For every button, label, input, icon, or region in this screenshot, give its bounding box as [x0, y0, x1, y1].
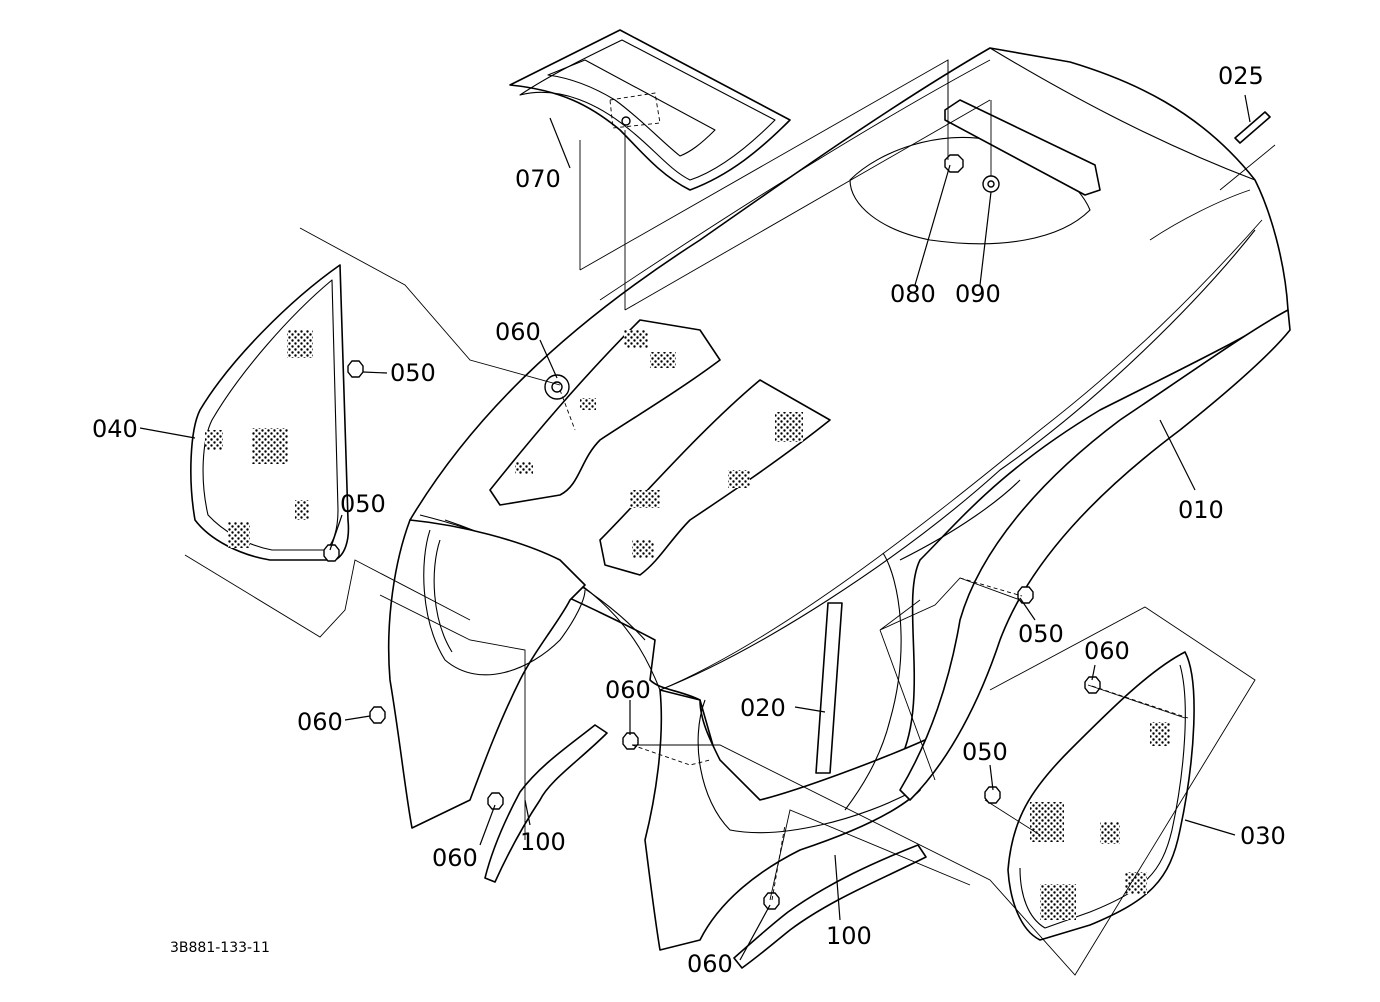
- hatch-pattern: [1125, 872, 1147, 894]
- hood-010: [387, 47, 1291, 951]
- label-050-c: 050: [1018, 620, 1064, 648]
- hatch-pattern: [295, 500, 309, 520]
- rubber-strip-100-left: [484, 724, 608, 883]
- drawing-code: 3B881-133-11: [170, 940, 270, 956]
- hatch-pattern: [624, 330, 648, 348]
- side-panel-040: [190, 264, 350, 561]
- label-060-d: 060: [605, 676, 651, 704]
- label-100-b: 100: [826, 922, 872, 950]
- label-020: 020: [740, 694, 786, 722]
- pin-025: [1234, 111, 1271, 144]
- label-030: 030: [1240, 822, 1286, 850]
- label-100-a: 100: [520, 828, 566, 856]
- hatch-pattern: [632, 540, 654, 558]
- top-vent-panels: [489, 319, 831, 576]
- rubber-strip-100-right: [733, 844, 927, 969]
- leader-lines: [139, 94, 1251, 961]
- label-060-e: 060: [1084, 637, 1130, 665]
- assembly-guide-lines: [184, 59, 1276, 976]
- hatch-pattern: [515, 462, 533, 474]
- label-070: 070: [515, 165, 561, 193]
- hatch-pattern: [1030, 802, 1064, 842]
- label-060-a: 060: [495, 318, 541, 346]
- label-060-b: 060: [297, 708, 343, 736]
- hatch-pattern: [252, 428, 288, 464]
- label-040: 040: [92, 415, 138, 443]
- hatch-pattern: [1100, 822, 1120, 844]
- label-050-b: 050: [340, 490, 386, 518]
- label-050-a: 050: [390, 359, 436, 387]
- label-090: 090: [955, 280, 1001, 308]
- hatch-pattern: [775, 412, 803, 442]
- hatch-pattern: [630, 490, 660, 508]
- hatch-pattern: [1150, 722, 1170, 746]
- hatch-pattern: [1040, 884, 1076, 920]
- dash-hidden-outline: [609, 92, 661, 129]
- side-panel-030: [1007, 651, 1195, 941]
- hatch-pattern: [728, 470, 750, 488]
- hatch-pattern: [650, 352, 676, 368]
- part-labels: 010 020 025 030 040 050 050 050 050 060 …: [92, 62, 1286, 978]
- hatch-pattern: [580, 398, 596, 410]
- hatch-pattern: [287, 330, 313, 358]
- label-050-d: 050: [962, 738, 1008, 766]
- hatch-pattern: [205, 430, 223, 450]
- label-025: 025: [1218, 62, 1264, 90]
- hatch-pattern: [228, 522, 250, 548]
- seal-strip-020: [815, 602, 843, 774]
- mount-nuts: [944, 154, 1000, 193]
- label-060-f: 060: [687, 950, 733, 978]
- label-080: 080: [890, 280, 936, 308]
- dash-panel-070: [509, 29, 791, 191]
- label-060-c: 060: [432, 844, 478, 872]
- label-010: 010: [1178, 496, 1224, 524]
